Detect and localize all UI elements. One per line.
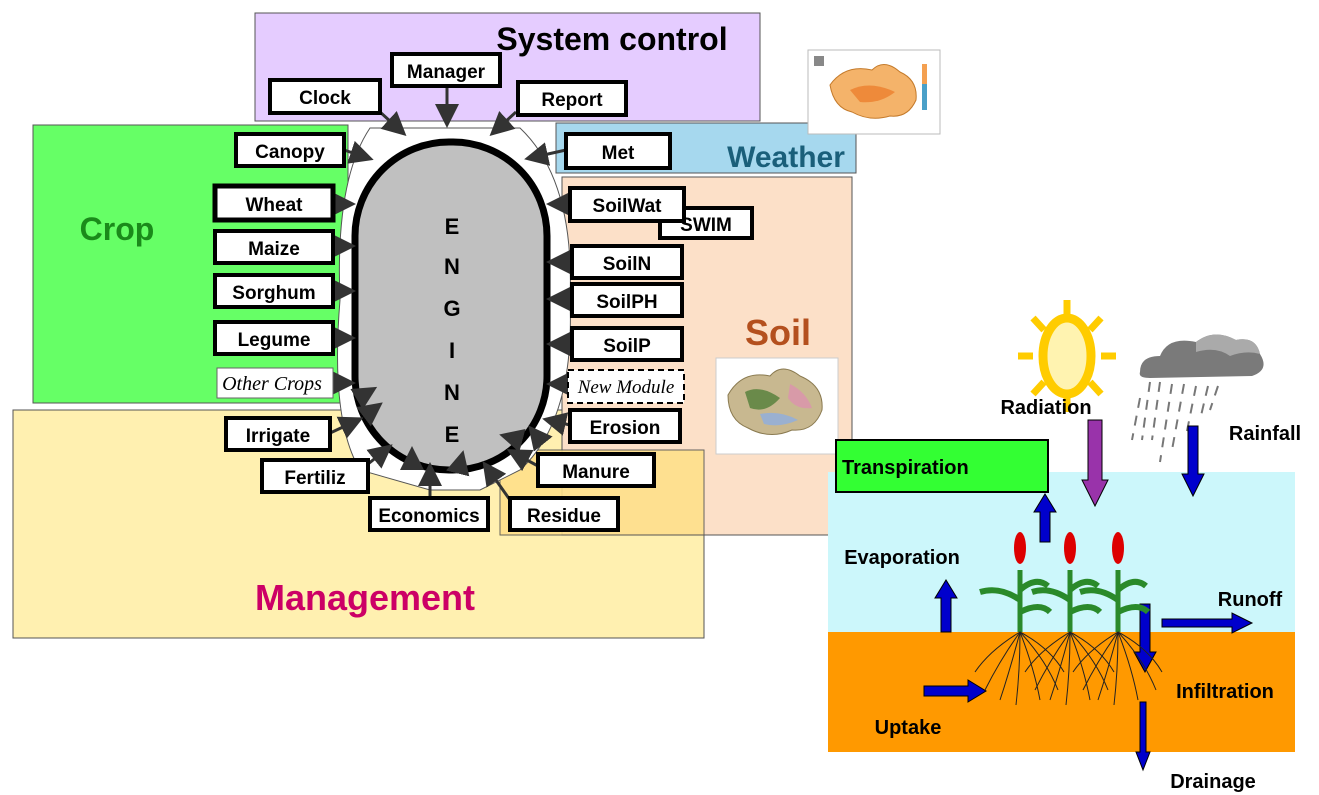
module-erosion-label: Erosion	[590, 418, 661, 439]
module-manager[interactable]: Manager	[390, 52, 502, 88]
radiation-arrow	[1081, 419, 1109, 508]
module-met[interactable]: Met	[564, 132, 672, 170]
module-soilph[interactable]: SoilPH	[570, 282, 684, 318]
module-manure[interactable]: Manure	[536, 452, 656, 488]
connector-arrows	[327, 86, 571, 501]
runoff-label: Runoff	[1218, 589, 1283, 611]
module-legume-label: Legume	[238, 330, 311, 351]
sun-icon	[1018, 300, 1116, 412]
rainfall-arrow	[1181, 425, 1205, 498]
module-other-crops[interactable]: Other Crops	[216, 367, 334, 399]
region-label-crop: Crop	[80, 211, 155, 247]
module-manager-label: Manager	[407, 62, 486, 83]
module-new-module[interactable]: New Module	[567, 369, 685, 404]
module-soiln[interactable]: SoilN	[570, 244, 684, 280]
module-soilp[interactable]: SoilP	[570, 326, 684, 362]
module-sorghum[interactable]: Sorghum	[213, 273, 335, 309]
module-irrigate-label: Irrigate	[246, 426, 310, 447]
module-soilp-label: SoilP	[603, 336, 651, 357]
module-fertiliz[interactable]: Fertiliz	[260, 458, 370, 494]
module-soilwat-label: SoilWat	[593, 196, 663, 217]
sky-layer	[828, 472, 1295, 632]
module-erosion[interactable]: Erosion	[568, 408, 682, 444]
drainage-label: Drainage	[1170, 771, 1256, 793]
australia-temperature-map	[807, 49, 941, 135]
engine-letter-g: G	[443, 296, 460, 321]
module-swim[interactable]: SWIM	[658, 206, 754, 240]
engine-letter-n2: N	[444, 380, 460, 405]
plant-icon	[974, 532, 1065, 706]
module-canopy[interactable]: Canopy	[234, 132, 346, 168]
module-clock[interactable]: Clock	[268, 78, 382, 115]
evaporation-label: Evaporation	[844, 547, 960, 569]
module-soiln-label: SoilN	[603, 254, 652, 275]
region-label-weather: Weather	[727, 141, 845, 174]
drainage-arrow	[1135, 701, 1151, 772]
module-economics-label: Economics	[378, 506, 479, 527]
transpiration-label: Transpiration	[842, 457, 969, 479]
module-fertiliz-label: Fertiliz	[284, 468, 345, 489]
module-other-crops-label: Other Crops	[222, 373, 322, 395]
transpiration-box: Transpiration	[835, 439, 1049, 493]
uptake-label: Uptake	[875, 717, 942, 739]
rainfall-label: Rainfall	[1229, 423, 1301, 445]
module-maize[interactable]: Maize	[213, 229, 335, 265]
rain-cloud-icon	[1131, 334, 1264, 463]
engine-letter-i: I	[449, 338, 455, 363]
module-economics[interactable]: Economics	[368, 496, 490, 532]
module-wheat-label: Wheat	[246, 195, 304, 216]
module-canopy-label: Canopy	[255, 142, 325, 163]
runoff-arrow	[1161, 612, 1254, 634]
infiltration-arrow	[1133, 603, 1157, 674]
region-label-soil: Soil	[745, 312, 811, 353]
module-swim-label: SWIM	[680, 215, 732, 236]
engine-letter-e2: E	[445, 422, 460, 447]
module-wheat[interactable]: Wheat	[212, 183, 336, 223]
radiation-label: Radiation	[1000, 397, 1091, 419]
module-maize-label: Maize	[248, 239, 300, 260]
evaporation-arrow	[934, 579, 958, 633]
module-residue[interactable]: Residue	[508, 496, 620, 532]
transpiration-arrow	[1033, 493, 1057, 543]
module-soilph-label: SoilPH	[596, 292, 657, 313]
engine-letter-e1: E	[445, 214, 460, 239]
module-report[interactable]: Report	[516, 80, 628, 117]
uptake-arrow	[923, 679, 987, 703]
module-soilwat[interactable]: SoilWat	[568, 186, 686, 223]
module-clock-label: Clock	[299, 88, 351, 109]
module-manure-label: Manure	[562, 462, 630, 483]
ground-layer	[828, 632, 1295, 752]
module-met-label: Met	[602, 143, 635, 164]
plant-icon	[1072, 532, 1163, 706]
module-report-label: Report	[541, 90, 603, 111]
module-residue-label: Residue	[527, 506, 601, 527]
infiltration-label: Infiltration	[1176, 681, 1274, 703]
module-new-module-label: New Module	[577, 377, 675, 398]
module-irrigate[interactable]: Irrigate	[224, 416, 332, 452]
module-sorghum-label: Sorghum	[232, 283, 315, 304]
engine-letter-n1: N	[444, 254, 460, 279]
region-label-management: Management	[255, 577, 475, 618]
process-arrows	[923, 419, 1254, 772]
region-label-system-control: System control	[496, 21, 727, 57]
australia-soil-map	[715, 357, 839, 455]
plant-icon	[1024, 532, 1115, 706]
module-legume[interactable]: Legume	[213, 320, 335, 356]
plant-icons	[974, 532, 1163, 706]
